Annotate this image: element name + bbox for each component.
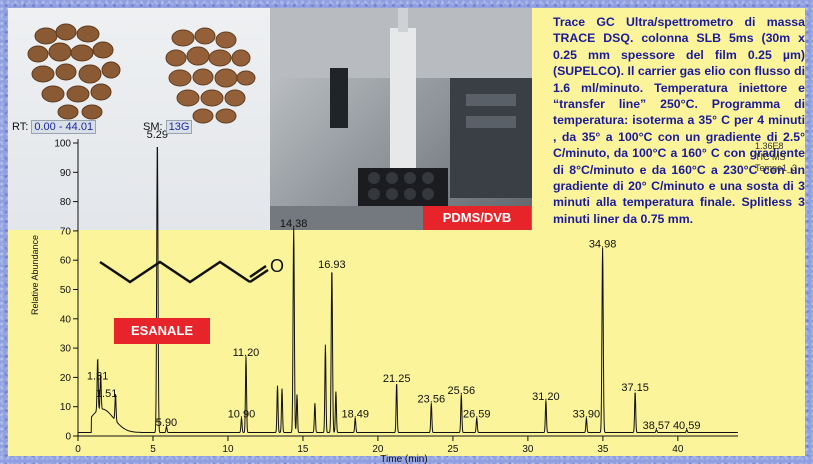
fiber-label: PDMS/DVB [423, 206, 531, 230]
peak-labels: 1.31 1.51 5.29 5.90 10.90 11.20 14.38 16.93 18.4… [87, 129, 701, 432]
x-tick-label: 35 [597, 444, 609, 455]
file-name: Tempo1_3 [755, 163, 798, 173]
chart-axes [77, 139, 738, 437]
x-tick-label: 0 [75, 444, 81, 455]
y-tick-label: 40 [60, 314, 72, 325]
y-tick-label: 90 [60, 168, 72, 179]
method-description: Trace GC Ultra/spettrometro di massa TRA… [553, 15, 805, 226]
peak-label: 21.25 [383, 373, 411, 385]
compound-label: ESANALE [114, 318, 210, 344]
hexanal-structure [99, 260, 269, 284]
peak-label: 16.93 [318, 259, 346, 271]
y-tick-label: 60 [60, 256, 72, 267]
aldehyde-oxygen-symbol: O [270, 256, 284, 276]
peak-label: 34.98 [589, 238, 617, 250]
peak-label: 23.56 [418, 394, 446, 406]
x-tick-label: 40 [672, 444, 684, 455]
y-tick-label: 70 [60, 226, 72, 237]
rt-range-value: 0.00 - 44.01 [31, 120, 97, 134]
rt-range-header: RT: 0.00 - 44.01 [12, 120, 97, 134]
peak-label: 18.49 [342, 408, 370, 420]
peak-label: 38.57 [643, 420, 671, 432]
chromatogram-info-overlay: 1.36E8 TIC MS Tempo1_3 [755, 141, 797, 174]
y-tick-label: 20 [60, 373, 72, 384]
peak-label: 40.59 [673, 420, 701, 432]
peak-label: 5.90 [156, 417, 177, 429]
x-tick-label: 25 [447, 444, 459, 455]
y-tick-label: 10 [60, 402, 72, 413]
y-tick-label: 80 [60, 197, 72, 208]
x-tick-label: 15 [297, 444, 309, 455]
y-tick-label: 0 [65, 432, 71, 443]
peak-label: 26.59 [463, 408, 491, 420]
peak-label: 14.38 [280, 218, 308, 230]
x-tick-label: 5 [150, 444, 156, 455]
food-samples-image [27, 23, 256, 124]
peak-label: 11.20 [233, 347, 260, 359]
food-samples-photo [8, 8, 270, 230]
chromatogram-trace [78, 147, 738, 433]
tic-label: TIC MS [755, 152, 786, 162]
axis-ticks: 0 10 20 30 40 50 60 70 80 90 100 0 5 10 15 20 25 30 35 40 [54, 139, 684, 456]
x-tick-label: 10 [222, 444, 234, 455]
peak-label: 10.90 [228, 408, 256, 420]
peak-label: 37.15 [621, 382, 649, 394]
rt-label: RT: [12, 121, 29, 133]
y-tick-label: 100 [54, 139, 71, 150]
x-tick-label: 20 [372, 444, 384, 455]
peak-label: 31.20 [532, 391, 560, 403]
peak-label: 1.51 [96, 388, 117, 400]
peak-label: 25.56 [448, 385, 476, 397]
sm-label: SM: [143, 121, 163, 133]
peak-label: 5.29 [147, 129, 168, 141]
normalization-level: 1.36E8 [755, 141, 784, 151]
x-tick-label: 30 [522, 444, 534, 455]
y-tick-label: 50 [60, 285, 72, 296]
y-tick-label: 30 [60, 344, 72, 355]
x-axis-label: Time (min) [380, 454, 427, 464]
peak-label: 1.31 [87, 370, 108, 382]
smoothing-header: SM: 13G [143, 120, 193, 134]
y-axis-label: Relative Abundance [30, 235, 40, 315]
peak-label: 33.90 [573, 408, 601, 420]
sm-value: 13G [165, 120, 193, 134]
